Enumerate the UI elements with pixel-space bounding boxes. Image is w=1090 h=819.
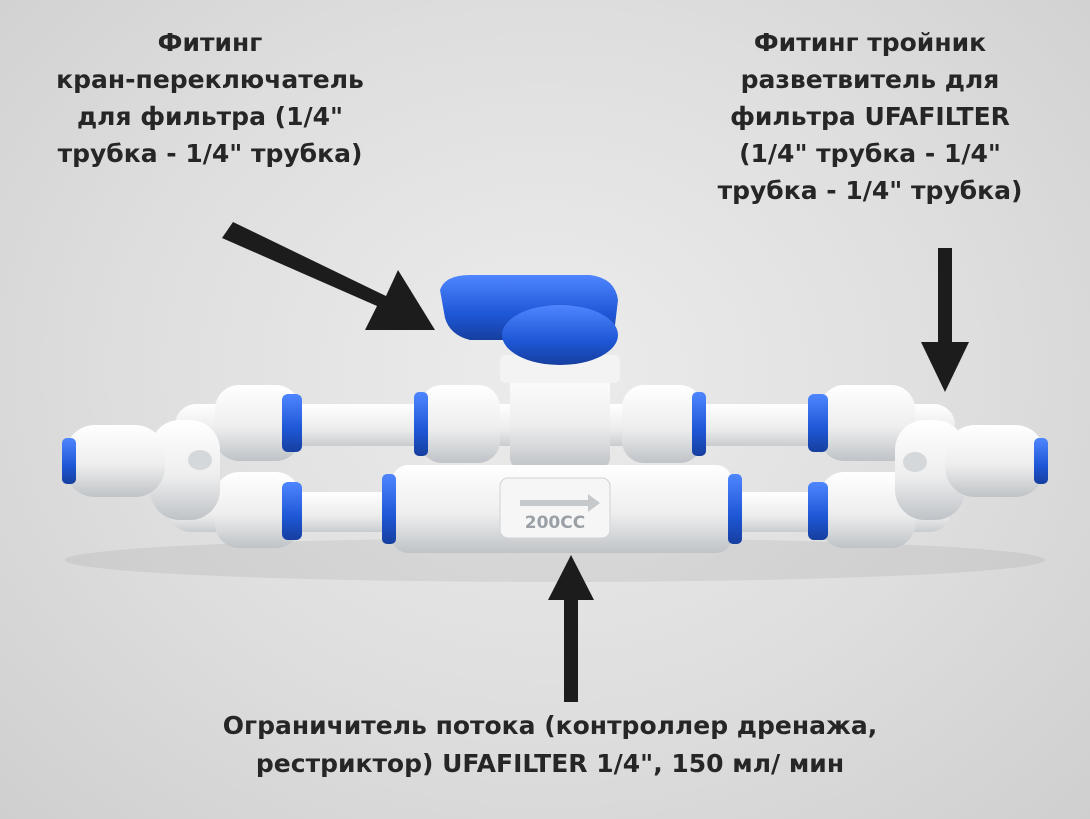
connector-upper-right [820,385,915,461]
tee-left-outlet [65,425,165,497]
tee-label-line: разветвитель для [740,65,1000,94]
collet-blue [282,394,302,452]
restrictor-label-line: Ограничитель потока (контроллер дренажа, [222,711,878,740]
tee-left-body [150,420,220,520]
tee-label-line: Фитинг тройник [753,28,987,57]
valve-label: Фитинг кран-переключатель для фильтра (1… [20,24,400,172]
collet-blue [692,392,706,456]
restrictor-center [499,477,611,539]
valve-body [510,370,610,468]
arrow-to-restrictor [548,555,594,702]
tee-right [895,420,1048,520]
restrictor-marking: 200CC [525,513,585,533]
shadow [65,538,1045,582]
arrow-to-valve [222,222,435,330]
collet-blue [414,392,428,456]
valve-left-connector [420,385,500,463]
flow-direction-mark [520,494,600,512]
connector-upper-left [215,385,300,461]
collet-blue [282,482,302,540]
pointer-arrows [222,222,969,702]
collet-blue [1034,438,1048,484]
tee-left-port [188,450,212,470]
tee-label-line: фильтра UFAFILTER [730,102,1010,131]
valve-cap [502,305,618,365]
valve-label-line: для фильтра (1/4" [76,102,344,131]
connector-lower-left [215,472,300,548]
valve-label-line: трубка - 1/4" трубка) [57,139,363,168]
collet-blue [382,474,396,544]
collet-blue [62,438,76,484]
restrictor-label-line: рестриктор) UFAFILTER 1/4", 150 мл/ мин [255,749,845,778]
tee-label: Фитинг тройник разветвитель для фильтра … [680,24,1060,209]
upper-line [175,385,955,463]
tee-left [62,420,220,520]
restrictor-label: Ограничитель потока (контроллер дренажа,… [150,707,950,783]
connector-lower-right [820,472,915,548]
valve-right-connector [622,385,702,463]
collet-blue [808,482,828,540]
tee-label-line: трубка - 1/4" трубка) [717,176,1023,205]
tee-right-port [903,452,927,472]
collet-blue [808,394,828,452]
collet-blue [728,474,742,544]
ball-valve [440,275,620,468]
tee-label-line: (1/4" трубка - 1/4" [739,139,1001,168]
valve-label-line: кран-переключатель [56,65,364,94]
flow-restrictor: 200CC [382,465,742,553]
arrow-to-tee [921,248,969,392]
valve-stem-base [500,355,620,383]
tee-right-outlet [945,425,1045,497]
valve-label-line: Фитинг [157,28,263,57]
